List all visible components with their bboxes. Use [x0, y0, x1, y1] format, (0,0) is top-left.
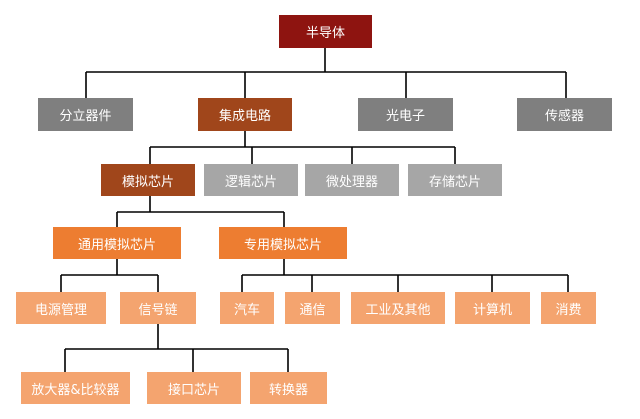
node-power-management: 电源管理: [16, 292, 106, 324]
node-general-analog-chip: 通用模拟芯片: [53, 227, 181, 259]
node-semiconductor: 半导体: [279, 15, 372, 48]
node-computer: 计算机: [455, 292, 530, 324]
node-microprocessor: 微处理器: [305, 164, 399, 196]
node-communication: 通信: [285, 292, 340, 324]
node-interface-chip: 接口芯片: [147, 372, 241, 404]
node-converter: 转换器: [250, 372, 327, 404]
node-memory-chip: 存储芯片: [408, 164, 502, 196]
node-consumer: 消费: [541, 292, 596, 324]
node-amplifier-comparator: 放大器&比较器: [21, 372, 130, 404]
node-integrated-circuit: 集成电路: [198, 98, 292, 131]
node-sensors: 传感器: [517, 98, 612, 131]
node-special-analog-chip: 专用模拟芯片: [219, 227, 347, 259]
node-signal-chain: 信号链: [120, 292, 196, 324]
node-analog-chip: 模拟芯片: [101, 164, 195, 196]
node-automotive: 汽车: [220, 292, 274, 324]
node-logic-chip: 逻辑芯片: [204, 164, 298, 196]
node-optoelectronics: 光电子: [358, 98, 453, 131]
node-discrete-devices: 分立器件: [38, 98, 133, 131]
node-industrial-other: 工业及其他: [351, 292, 445, 324]
